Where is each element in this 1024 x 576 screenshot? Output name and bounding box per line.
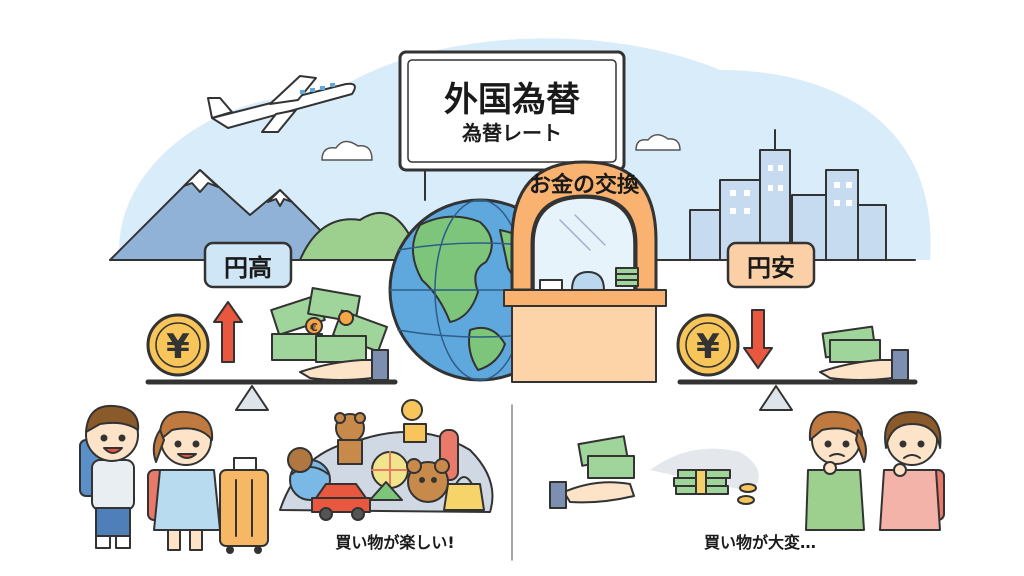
caption-right: 買い物が大変… [703,533,816,552]
badge-right-box [726,241,816,289]
money-pile-icon [270,287,388,363]
suitcase-icon [219,457,269,554]
worried-girl-icon [805,410,867,531]
arrow-up-icon [213,301,243,363]
toy-pile-icon [279,399,494,521]
yen-symbol-right: ¥ [696,327,720,367]
happy-girl-icon [147,410,221,551]
yen-symbol: ¥ [166,327,190,367]
money-stack-icon [650,448,759,505]
worried-woman-icon [879,411,945,531]
badge-yen-low: 円安 [747,253,795,282]
city-skyline-icon [689,129,887,261]
badge-left-box [203,241,293,289]
yen-coin-icon [146,313,210,377]
left-scale: ¥ € [145,287,398,411]
right-scale: ¥ [676,309,918,411]
badge-yen-high: 円高 [224,253,272,282]
happy-boy-icon [79,404,140,549]
sign-title: 外国為替 [444,79,580,120]
yen-coin-right-icon [676,313,740,377]
exchange-booth [503,160,667,383]
airplane-icon [207,75,356,133]
euro-symbol: € [309,321,318,334]
sign-board [398,50,626,201]
caption-left: 買い物が楽しい! [335,533,455,552]
hand-money-icon [549,435,635,509]
cloud-icon [321,134,681,161]
arrow-down-icon [743,309,773,369]
hand-icon [299,359,373,381]
small-money-icon [821,325,881,363]
mountain-icon [109,169,411,261]
sign-subtitle: 為替レート [462,120,562,145]
booth-banner: お金の交換 [529,172,640,198]
